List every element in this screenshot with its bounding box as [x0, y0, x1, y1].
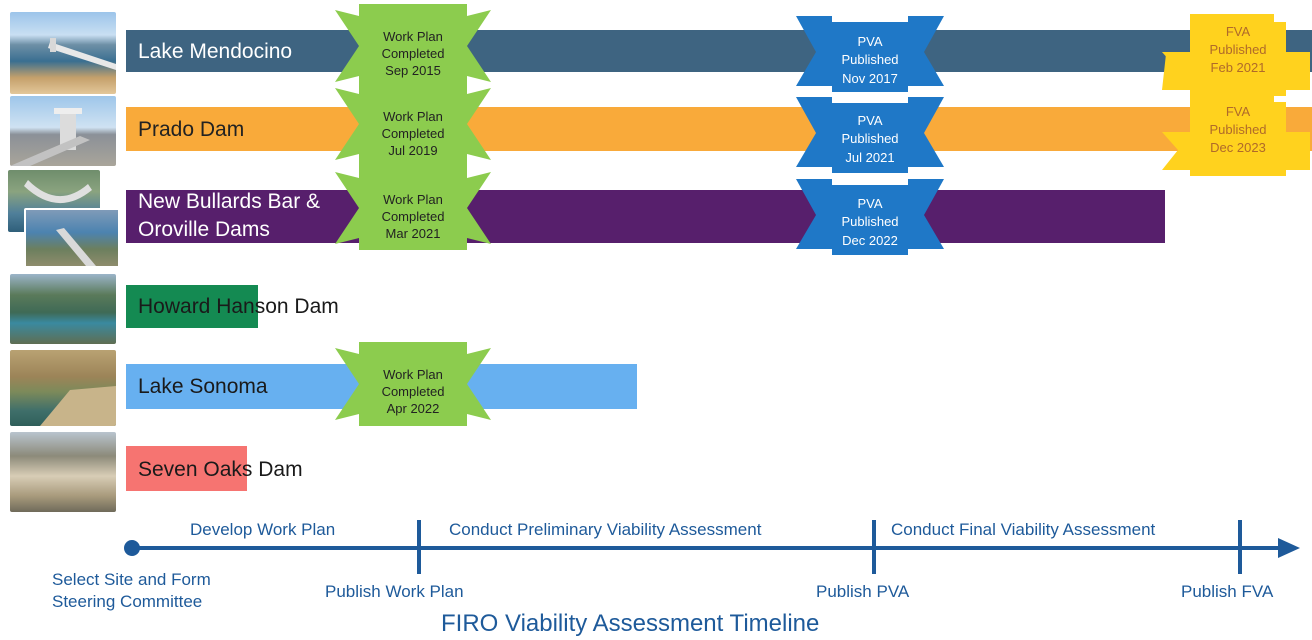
phase-conduct-fva: Conduct Final Viability Assessment: [891, 520, 1156, 539]
embankment-graphic: [40, 386, 116, 426]
fva-line1: FVA: [1225, 104, 1251, 119]
work-plan-line3: Sep 2015: [385, 63, 441, 78]
howard-hanson-dam-label: Howard Hanson Dam: [138, 295, 339, 318]
pva-line1: PVA: [857, 113, 883, 128]
pva-line3: Jul 2021: [845, 150, 895, 165]
timeline-start-dot: [124, 540, 140, 556]
work-plan-badge-new-bullards-bar: Work Plan Completed Mar 2021: [335, 164, 491, 252]
pva-badge-new-bullards-bar: PVA Published Dec 2022: [792, 179, 948, 267]
lake-mendocino-label: Lake Mendocino: [138, 40, 293, 63]
ribbon-icon: [796, 16, 944, 92]
pva-line2: Published: [841, 214, 899, 229]
work-plan-line3: Apr 2022: [386, 401, 440, 416]
new-bullards-bar-label-line2: Oroville Dams: [138, 218, 270, 241]
prado-dam-bar: [126, 107, 1312, 151]
howard-hanson-dam-bar: [126, 285, 258, 328]
work-plan-line2: Completed: [381, 46, 445, 61]
fva-line2: Published: [1209, 42, 1267, 57]
start-label-line1: Select Site and Form: [52, 570, 211, 589]
lake-mendocino-bar: [126, 30, 1312, 72]
milestone-publish-fva: Publish FVA: [1181, 582, 1274, 601]
work-plan-badge-lake-sonoma: Work Plan Completed Apr 2022: [335, 340, 491, 428]
pva-line2: Published: [841, 52, 899, 67]
phase-develop-work-plan: Develop Work Plan: [190, 520, 336, 539]
work-plan-line1: Work Plan: [383, 192, 443, 207]
work-plan-line3: Mar 2021: [385, 226, 441, 241]
phase-conduct-pva: Conduct Preliminary Viability Assessment: [449, 520, 762, 539]
ribbon-icon: [335, 4, 491, 88]
milestone-publish-pva: Publish PVA: [816, 582, 910, 601]
pva-line1: PVA: [857, 34, 883, 49]
work-plan-line1: Work Plan: [383, 109, 443, 124]
new-bullards-bar-label-line1: New Bullards Bar &: [138, 190, 321, 213]
seven-oaks-dam-label: Seven Oaks Dam: [138, 458, 303, 481]
pva-line3: Nov 2017: [842, 71, 898, 86]
lake-sonoma-label: Lake Sonoma: [138, 375, 268, 398]
work-plan-line1: Work Plan: [383, 367, 443, 382]
ribbon-icon: [335, 166, 491, 250]
work-plan-line3: Jul 2019: [388, 143, 438, 158]
work-plan-line2: Completed: [381, 209, 445, 224]
work-plan-line2: Completed: [381, 126, 445, 141]
ribbon-icon: [335, 82, 491, 166]
pva-line2: Published: [841, 131, 899, 146]
fva-line3: Dec 2023: [1210, 140, 1266, 155]
intake-tower-graphic: [10, 108, 90, 166]
fva-badge-lake-mendocino: FVA Published Feb 2021: [1160, 14, 1312, 102]
fva-line3: Feb 2021: [1210, 60, 1266, 75]
ribbon-icon: [1162, 94, 1310, 176]
work-plan-line1: Work Plan: [383, 29, 443, 44]
new-bullards-bar-bar: [126, 190, 1165, 243]
work-plan-badge-prado-dam: Work Plan Completed Jul 2019: [335, 80, 491, 168]
prado-dam-label: Prado Dam: [138, 118, 245, 141]
pva-line1: PVA: [857, 196, 883, 211]
howard-hanson-dam-photo: [10, 274, 116, 344]
pva-line3: Dec 2022: [842, 233, 898, 248]
milestone-publish-work-plan: Publish Work Plan: [325, 582, 464, 601]
oroville-dam-photo: [24, 208, 120, 268]
fva-line1: FVA: [1225, 24, 1251, 39]
timeline-arrowhead: [1278, 538, 1300, 558]
fva-badge-prado-dam: FVA Published Dec 2023: [1160, 94, 1312, 182]
dam-wall-graphic: [48, 38, 116, 70]
pva-badge-prado-dam: PVA Published Jul 2021: [792, 97, 948, 185]
ribbon-icon: [1162, 14, 1310, 96]
arch-dam-graphic: [24, 180, 92, 204]
seven-oaks-dam-bar: [126, 446, 247, 491]
seven-oaks-dam-photo: [10, 432, 116, 512]
ribbon-icon: [335, 342, 491, 426]
start-label-line2: Steering Committee: [52, 592, 203, 611]
ribbon-icon: [796, 97, 944, 173]
ribbon-icon: [796, 179, 944, 255]
prado-dam-photo: [10, 96, 116, 166]
timeline-caption: FIRO Viability Assessment Timeline: [441, 610, 820, 637]
work-plan-badge-lake-mendocino: Work Plan Completed Sep 2015: [335, 2, 491, 90]
work-plan-line2: Completed: [381, 384, 445, 399]
lake-sonoma-photo: [10, 350, 116, 426]
pva-badge-lake-mendocino: PVA Published Nov 2017: [792, 16, 948, 104]
lake-mendocino-photo: [10, 12, 116, 94]
spillway-graphic: [56, 228, 96, 266]
fva-line2: Published: [1209, 122, 1267, 137]
